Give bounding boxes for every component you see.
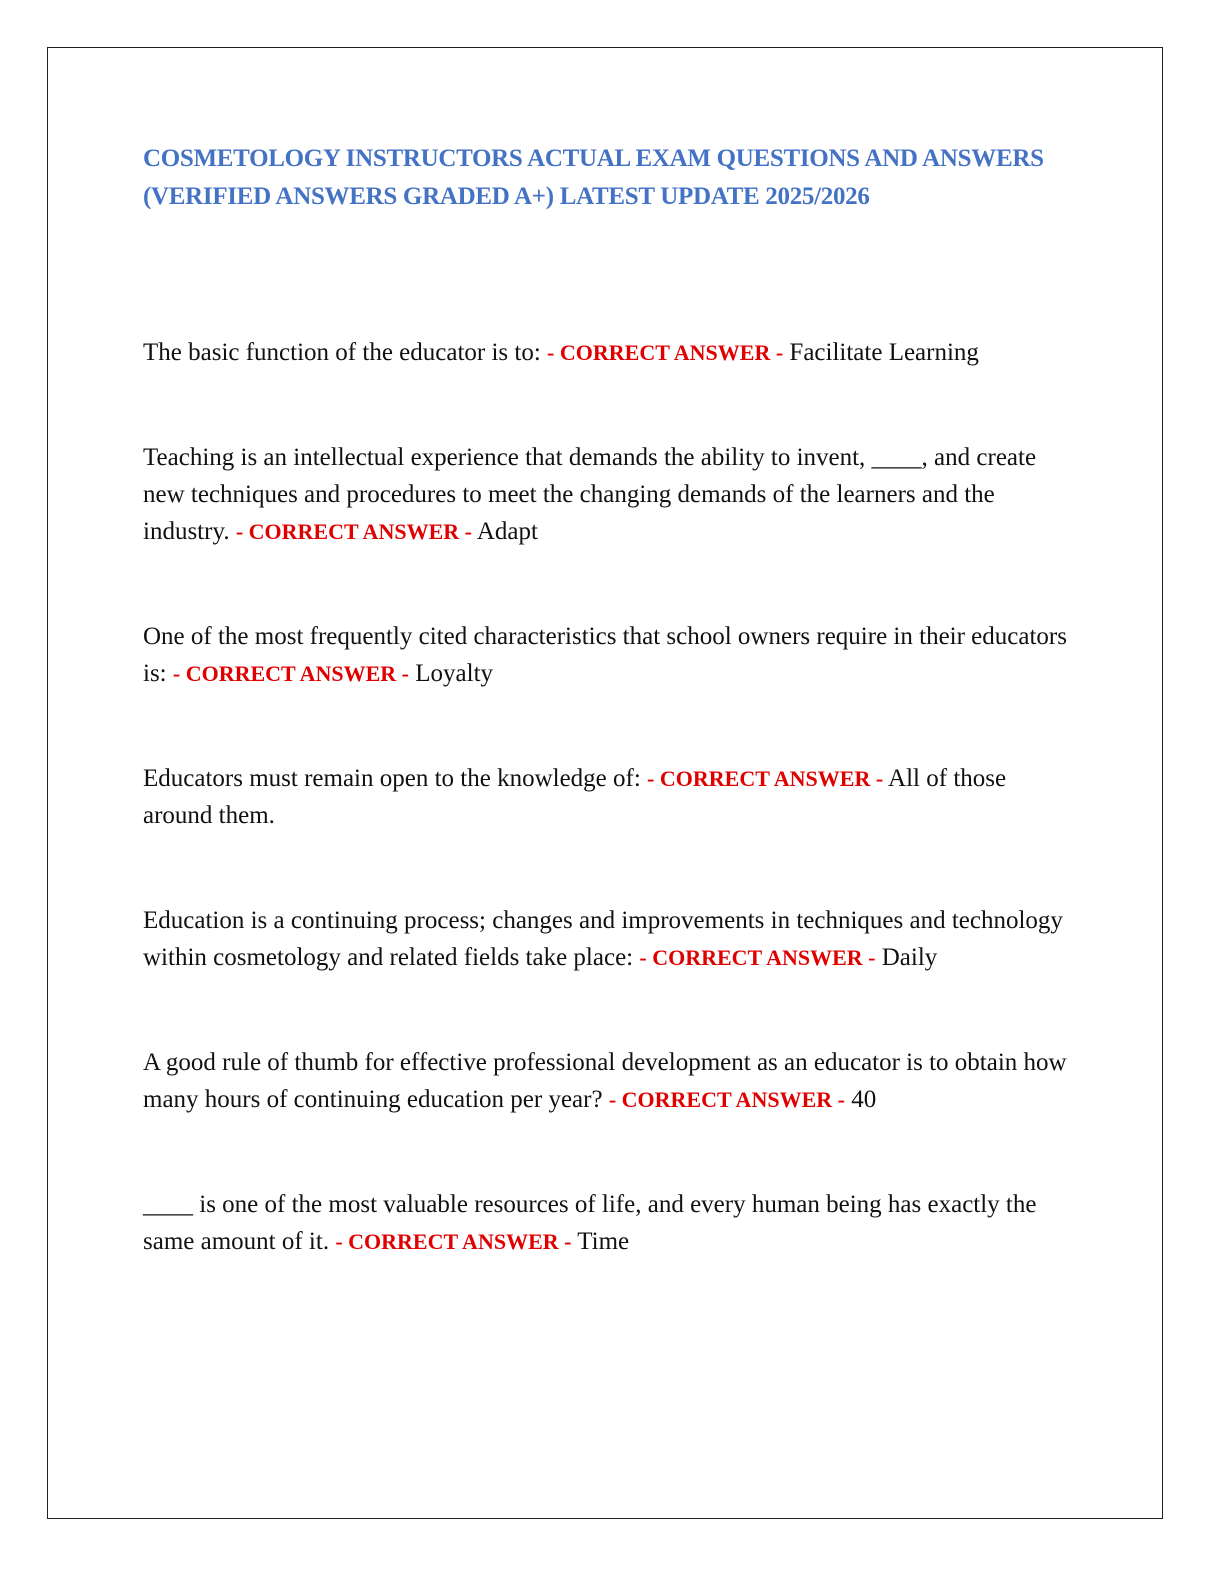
question-text: ____ is one of the most valuable resourc… — [143, 1191, 1037, 1255]
question-text: A good rule of thumb for effective profe… — [143, 1049, 1067, 1113]
qa-item: A good rule of thumb for effective profe… — [143, 1044, 1073, 1118]
question-text: Teaching is an intellectual experience t… — [143, 444, 1037, 545]
qa-item: Teaching is an intellectual experience t… — [143, 439, 1073, 550]
correct-answer-marker: - CORRECT ANSWER - — [172, 661, 409, 686]
question-text: Education is a continuing process; chang… — [143, 907, 1063, 971]
answer-text: 40 — [851, 1086, 877, 1113]
answer-text: All of those around them. — [143, 765, 1007, 829]
answer-text: Facilitate Learning — [789, 339, 979, 366]
question-text: One of the most frequently cited charact… — [143, 623, 1067, 687]
correct-answer-marker: - CORRECT ANSWER - — [639, 945, 876, 970]
answer-text: Adapt — [476, 518, 538, 545]
correct-answer-marker: - CORRECT ANSWER - — [547, 340, 784, 365]
page-border — [47, 47, 1163, 1519]
qa-item: The basic function of the educator is to… — [143, 334, 1073, 371]
answer-text: Time — [577, 1228, 630, 1255]
qa-item: Education is a continuing process; chang… — [143, 902, 1073, 976]
qa-list: The basic function of the educator is to… — [143, 334, 1073, 1260]
answer-text: Daily — [881, 944, 938, 971]
qa-item: ____ is one of the most valuable resourc… — [143, 1186, 1073, 1260]
correct-answer-marker: - CORRECT ANSWER - — [235, 519, 472, 544]
answer-text: Loyalty — [415, 660, 494, 687]
qa-item: One of the most frequently cited charact… — [143, 618, 1073, 692]
document-title: COSMETOLOGY INSTRUCTORS ACTUAL EXAM QUES… — [143, 145, 1044, 210]
correct-answer-marker: - CORRECT ANSWER - — [335, 1229, 572, 1254]
qa-item: Educators must remain open to the knowle… — [143, 760, 1073, 834]
question-text: The basic function of the educator is to… — [143, 339, 541, 366]
question-text: Educators must remain open to the knowle… — [143, 765, 641, 792]
document-body: COSMETOLOGY INSTRUCTORS ACTUAL EXAM QUES… — [143, 140, 1073, 1328]
correct-answer-marker: - CORRECT ANSWER - — [608, 1087, 845, 1112]
correct-answer-marker: - CORRECT ANSWER - — [647, 766, 884, 791]
